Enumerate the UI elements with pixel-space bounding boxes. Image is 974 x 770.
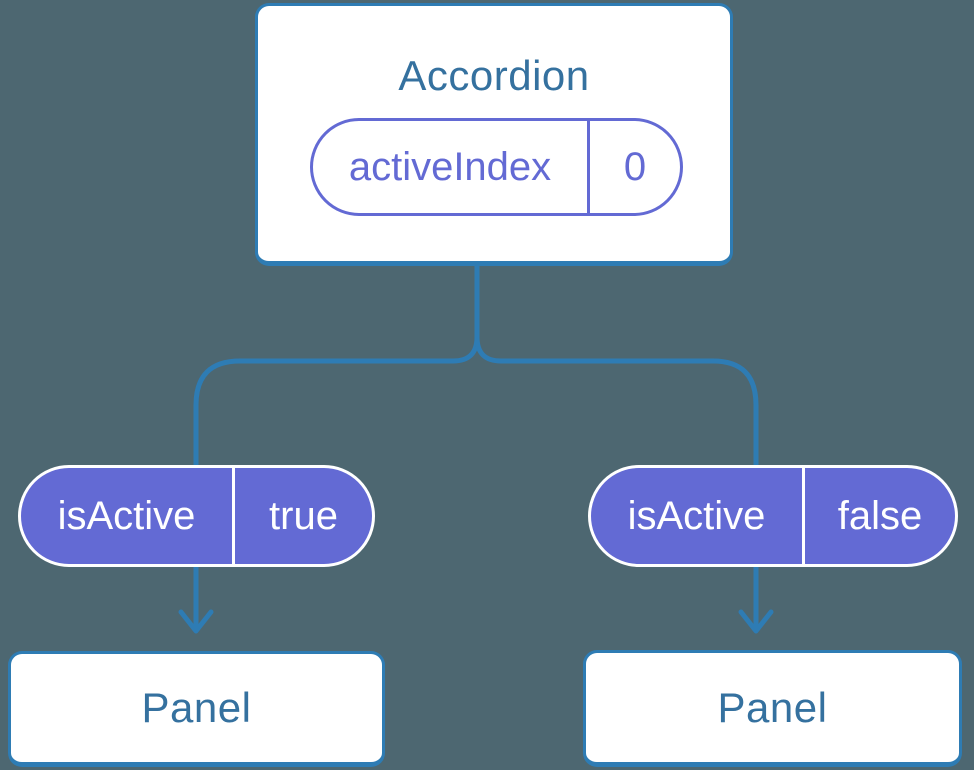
- panel-component-card-right: Panel: [583, 650, 962, 767]
- state-pill: activeIndex 0: [310, 118, 683, 216]
- accordion-title: Accordion: [398, 52, 590, 99]
- prop-name: isActive: [57, 493, 196, 538]
- pill-divider: [587, 121, 590, 213]
- arrowhead-left-icon: [178, 609, 214, 634]
- accordion-component-card: Accordion activeIndex 0: [255, 3, 733, 266]
- prop-pill-right: isActive false: [588, 465, 958, 567]
- prop-name: isActive: [627, 493, 766, 538]
- state-value: 0: [623, 144, 647, 189]
- panel-title: Panel: [717, 683, 828, 731]
- panel-component-card-left: Panel: [8, 651, 385, 767]
- connector-line-right: [474, 259, 759, 631]
- prop-pill-left: isActive true: [18, 465, 375, 567]
- prop-value: true: [269, 493, 338, 538]
- prop-value: false: [837, 493, 923, 538]
- panel-title: Panel: [141, 684, 252, 731]
- arrowhead-right-icon: [738, 609, 774, 634]
- pill-divider: [232, 468, 235, 564]
- state-name: activeIndex: [348, 144, 552, 189]
- connector-line-left: [193, 259, 480, 631]
- pill-divider: [802, 468, 805, 564]
